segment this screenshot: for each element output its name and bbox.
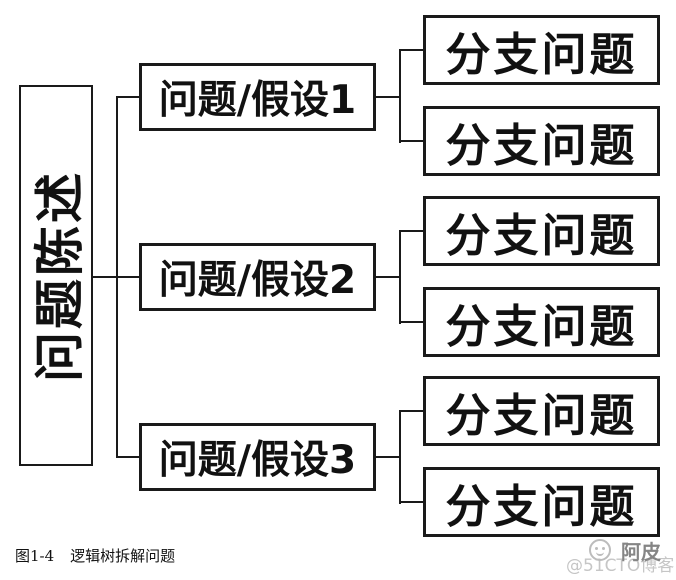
hypothesis-node-1: 问题/假设1 <box>139 63 376 131</box>
connector-line <box>401 140 423 142</box>
connector-line <box>376 456 401 458</box>
branch-node-2a: 分支问题 <box>423 196 660 266</box>
connector-line <box>118 456 139 458</box>
connector-line <box>399 410 401 504</box>
branch-node-1a-label: 分支问题 <box>445 27 638 81</box>
connector-line <box>399 230 401 324</box>
connector-line <box>401 410 423 412</box>
branch-node-2b: 分支问题 <box>423 287 660 357</box>
connector-line <box>376 96 401 98</box>
branch-node-3a-label: 分支问题 <box>445 388 638 442</box>
branch-node-3b-label: 分支问题 <box>445 479 638 533</box>
figure-caption: 图1-4 逻辑树拆解问题 <box>15 545 175 566</box>
connector-line <box>118 276 139 278</box>
connector-line <box>401 230 423 232</box>
connector-line <box>401 321 423 323</box>
branch-node-2b-label: 分支问题 <box>445 299 638 353</box>
connector-line <box>399 49 401 143</box>
watermark-site-label: @51CTO博客 <box>566 556 675 576</box>
branch-node-1b: 分支问题 <box>423 106 660 176</box>
branch-node-1a: 分支问题 <box>423 15 660 85</box>
hypothesis-node-1-label: 问题/假设1 <box>158 78 357 123</box>
watermark-author-label: 阿皮 <box>621 540 661 564</box>
root-node-problem-statement: 问题陈述 <box>19 85 93 466</box>
connector-line <box>401 49 423 51</box>
hypothesis-node-2: 问题/假设2 <box>139 243 376 311</box>
branch-node-2a-label: 分支问题 <box>445 208 638 262</box>
figure-title: 逻辑树拆解问题 <box>70 547 176 565</box>
connector-line <box>93 276 118 278</box>
hypothesis-node-3: 问题/假设3 <box>139 423 376 491</box>
branch-node-3b: 分支问题 <box>423 467 660 537</box>
connector-line <box>376 276 401 278</box>
connector-line <box>118 96 139 98</box>
smiley-avatar-icon <box>589 539 611 561</box>
branch-node-3a: 分支问题 <box>423 376 660 446</box>
figure-number: 图1-4 <box>15 547 55 565</box>
hypothesis-node-2-label: 问题/假设2 <box>158 258 357 303</box>
branch-node-1b-label: 分支问题 <box>445 118 638 172</box>
connector-line <box>116 96 118 458</box>
connector-line <box>401 501 423 503</box>
root-node-label: 问题陈述 <box>31 169 89 382</box>
hypothesis-node-3-label: 问题/假设3 <box>158 438 357 483</box>
